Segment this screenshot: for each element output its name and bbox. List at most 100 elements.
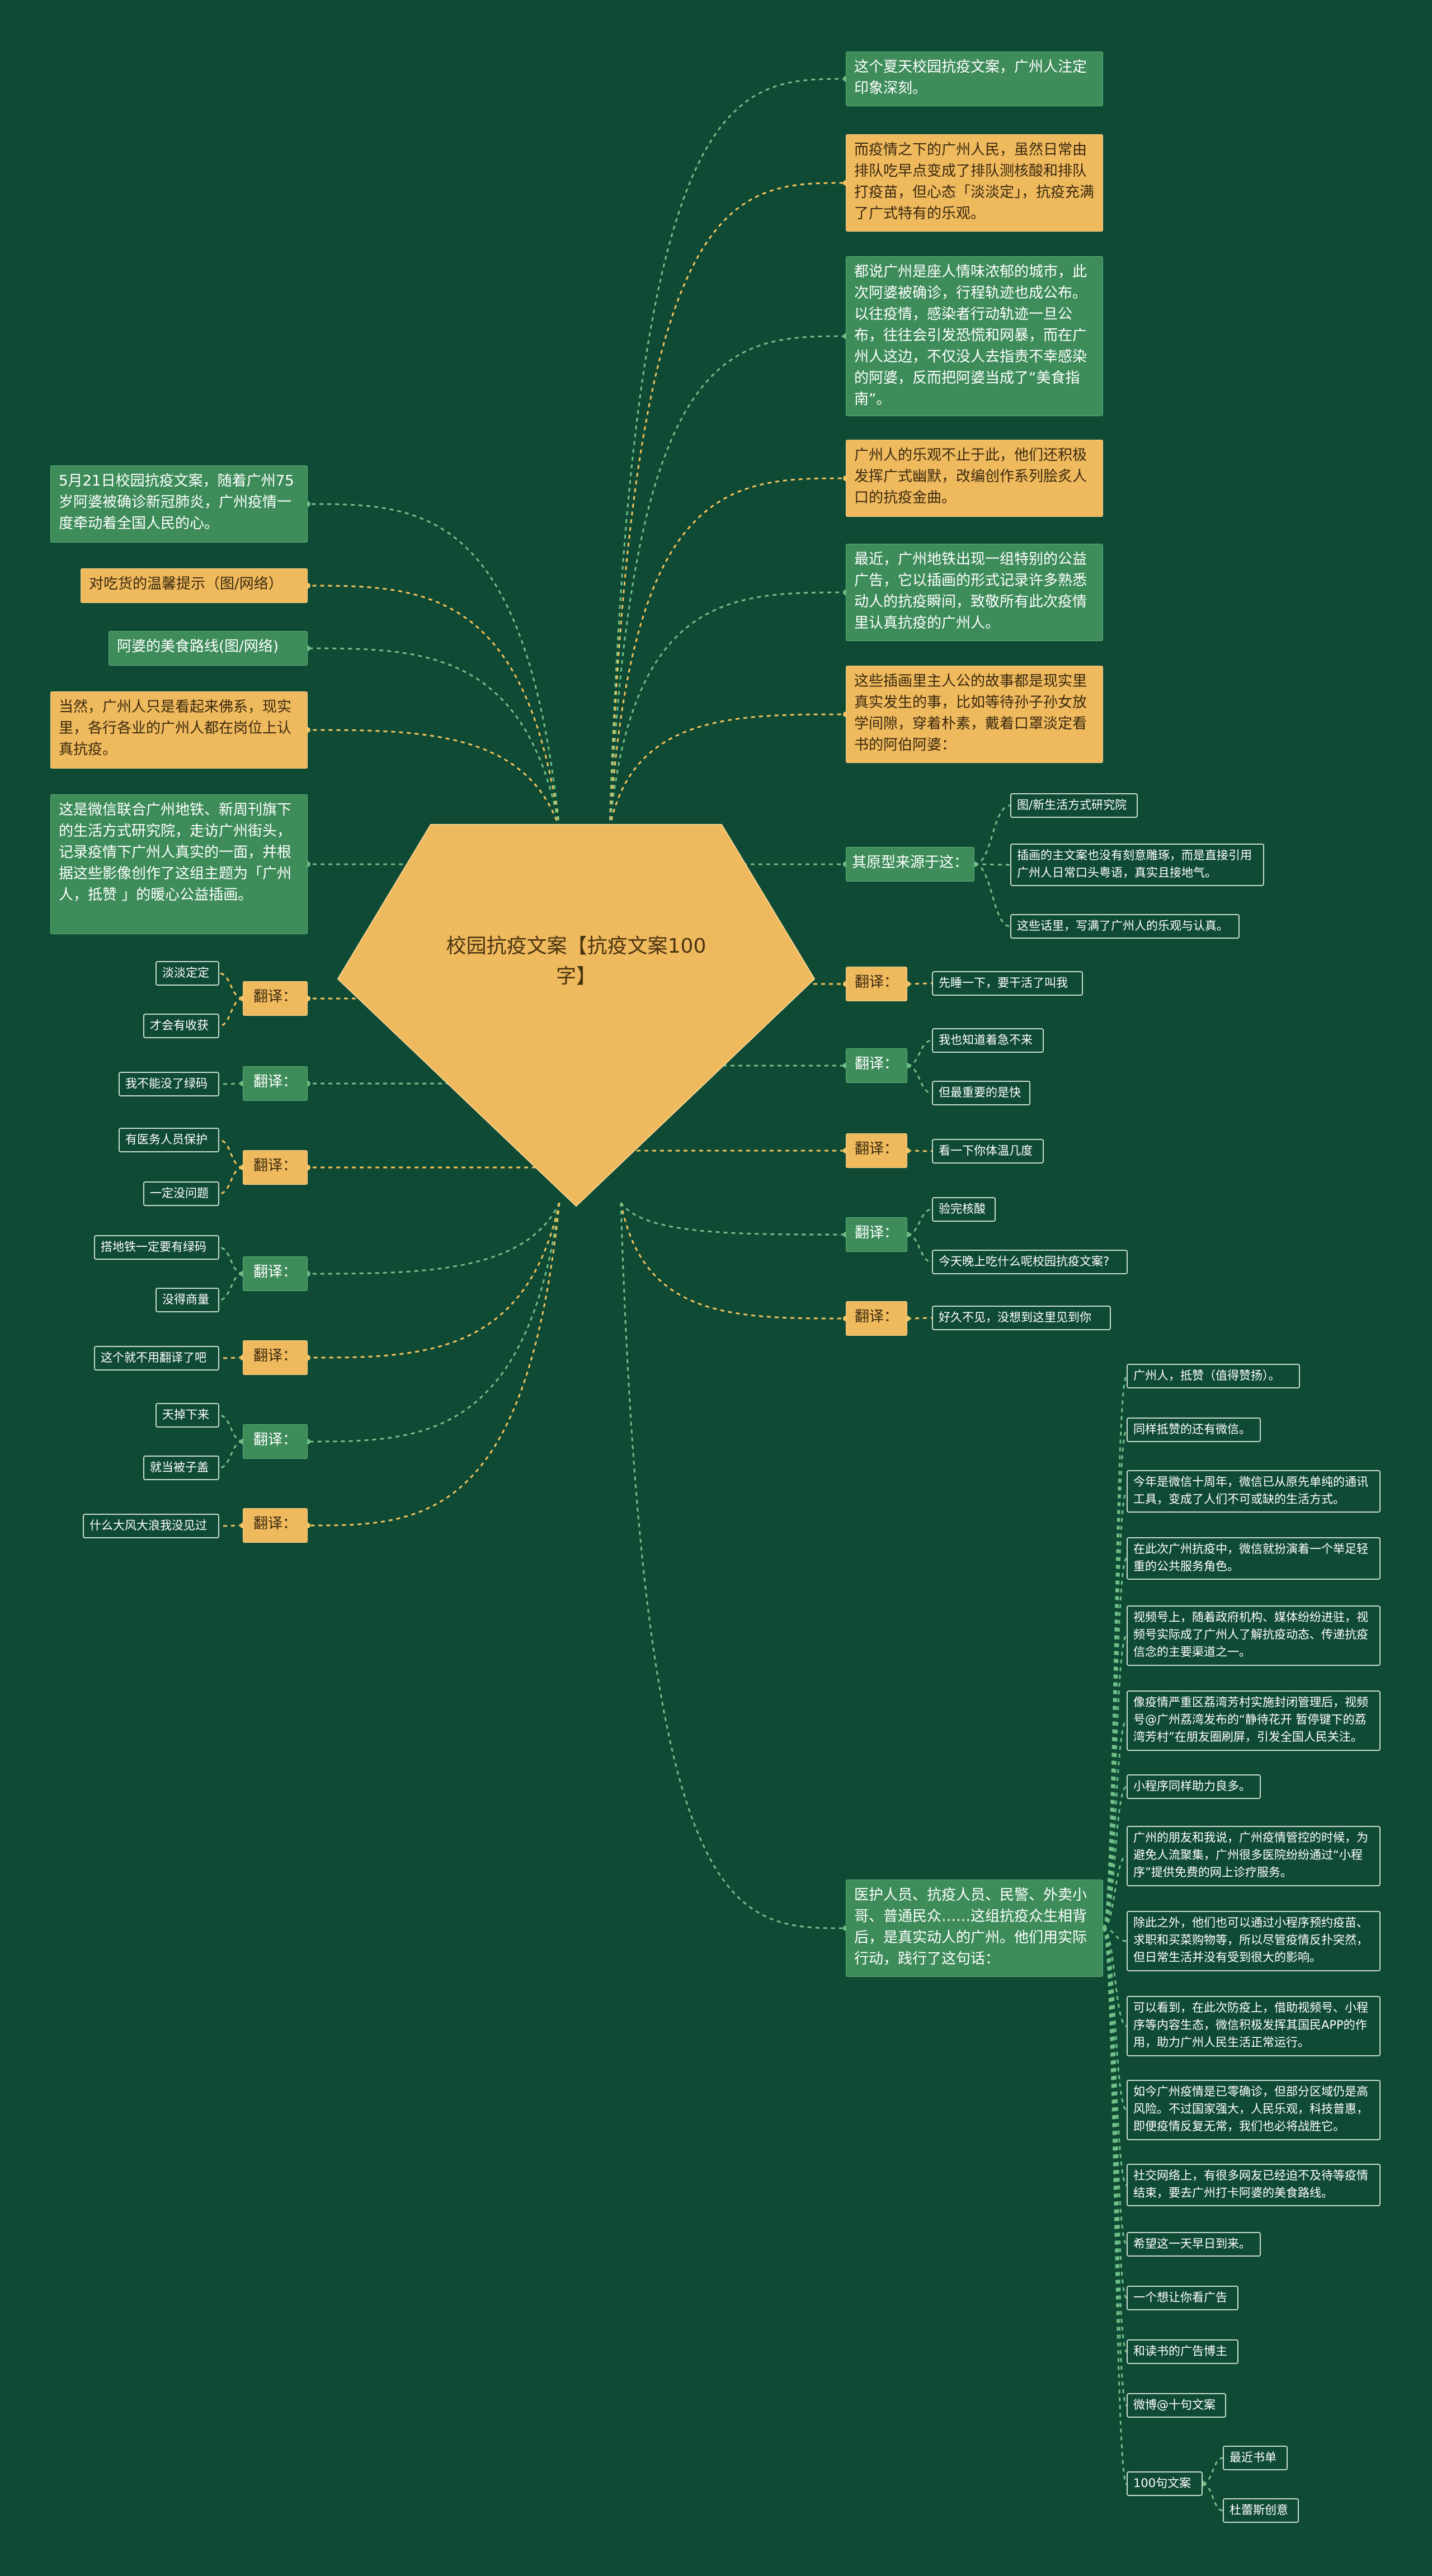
origin-child-2[interactable]: 插画的主文案也没有刻意雕琢，而是直接引用广州人日常口头粤语，真实且接地气。 xyxy=(1010,844,1264,886)
link-left-translate-1-child-1 xyxy=(219,972,243,1000)
right-translate-3-child-1[interactable]: 看一下你体温几度 xyxy=(932,1139,1044,1164)
right-top-node-4[interactable]: 广州人的乐观不止于此，他们还积极发挥广式幽默，改编创作系列脍炙人口的抗疫金曲。 xyxy=(846,440,1103,517)
left-translate-4[interactable]: 翻译： xyxy=(243,1256,308,1291)
left-translate-6-child-1[interactable]: 天掉下来 xyxy=(156,1403,219,1428)
right-top-node-1[interactable]: 这个夏天校园抗疫文案，广州人注定印象深刻。 xyxy=(846,51,1103,106)
left-translate-4-child-2[interactable]: 没得商量 xyxy=(156,1288,219,1312)
link-medical-child-7 xyxy=(1103,1786,1127,1929)
medical-child-15[interactable]: 和读书的广告博主 xyxy=(1127,2339,1238,2364)
right-top-node-6[interactable]: 这些插画里主人公的故事都是现实里真实发生的事，比如等待孙子孙女放学间隙，穿着朴素… xyxy=(846,666,1103,763)
right-translate-2-child-2[interactable]: 但最重要的是快 xyxy=(932,1081,1030,1105)
left-translate-4-child-1[interactable]: 搭地铁一定要有绿码 xyxy=(94,1235,219,1260)
link-left-translate-4 xyxy=(307,1202,560,1275)
left-translate-1-child-1[interactable]: 淡淡定定 xyxy=(156,961,219,986)
link-left-translate-7-child-1 xyxy=(219,1524,243,1527)
right-translate-1[interactable]: 翻译： xyxy=(846,967,907,1001)
medical-child-8[interactable]: 广州的朋友和我说，广州疫情管控的时候，为避免人流聚集，广州很多医院纷纷通过“小程… xyxy=(1127,1826,1381,1886)
right-translate-1-child-1[interactable]: 先睡一下，要干活了叫我 xyxy=(932,971,1083,996)
right-translate-4-child-1[interactable]: 验完核酸 xyxy=(932,1197,996,1222)
link-right-translate-4-child-2 xyxy=(907,1233,932,1263)
link-right-translate-5 xyxy=(620,1202,846,1320)
right-translate-4[interactable]: 翻译： xyxy=(846,1217,907,1252)
left-translate-6[interactable]: 翻译： xyxy=(243,1424,308,1459)
left-top-node-1[interactable]: 5月21日校园抗疫文案，随着广州75岁阿婆被确诊新冠肺炎，广州疫情一度牵动着全国… xyxy=(50,465,308,543)
link-right-translate-4 xyxy=(620,1202,846,1236)
link-medical-child-3 xyxy=(1102,1490,1128,1929)
medical-child-16[interactable]: 微博@十句文案 xyxy=(1127,2393,1226,2418)
link-right-top-node-4 xyxy=(609,477,846,828)
left-translate-7[interactable]: 翻译： xyxy=(243,1508,308,1543)
medical-child-6[interactable]: 像疫情严重区荔湾芳村实施封闭管理后，视频号@广州荔湾发布的“静待花开 暂停键下的… xyxy=(1127,1690,1381,1751)
link-medical-node xyxy=(620,1202,846,1929)
link-right-top-node-2 xyxy=(609,182,846,828)
medical-child-12[interactable]: 社交网络上，有很多网友已经迫不及待等疫情结束，要去广州打卡阿婆的美食路线。 xyxy=(1127,2164,1381,2206)
link-left-top-node-2 xyxy=(307,585,560,828)
left-translate-7-child-1[interactable]: 什么大风大浪我没见过 xyxy=(83,1514,219,1538)
link-origin-child-2 xyxy=(974,863,1011,866)
link-origin-child-3 xyxy=(974,863,1011,927)
right-translate-5[interactable]: 翻译： xyxy=(846,1301,907,1336)
right-top-node-5[interactable]: 最近，广州地铁出现一组特别的公益广告，它以插画的形式记录许多熟悉动人的抗疫瞬间，… xyxy=(846,544,1103,641)
link-right-top-node-1 xyxy=(609,78,846,828)
left-translate-5-child-1[interactable]: 这个就不用翻译了吧 xyxy=(94,1346,219,1371)
right-translate-2-child-1[interactable]: 我也知道着急不来 xyxy=(932,1028,1044,1053)
link-left-translate-7 xyxy=(307,1202,560,1527)
left-top-node-5[interactable]: 这是微信联合广州地铁、新周刊旗下的生活方式研究院，走访广州街头，记录疫情下广州人… xyxy=(50,794,308,934)
medical-child-9[interactable]: 除此之外，他们也可以通过小程序预约疫苗、求职和买菜购物等，所以尽管疫情反扑突然，… xyxy=(1127,1911,1381,1971)
left-top-node-3[interactable]: 阿婆的美食路线(图/网络) xyxy=(109,631,308,666)
link-left-translate-4-child-2 xyxy=(219,1273,243,1301)
link-right-translate-2-child-1 xyxy=(907,1039,932,1067)
link-medical-child-8 xyxy=(1103,1855,1127,1929)
link-left-translate-6-child-2 xyxy=(219,1440,243,1469)
link-right-top-node-5 xyxy=(609,591,846,828)
origin-child-1[interactable]: 图/新生活方式研究院 xyxy=(1010,793,1138,818)
hundred-node[interactable]: 100句文案 xyxy=(1127,2471,1203,2496)
left-translate-1-child-2[interactable]: 才会有收获 xyxy=(143,1014,219,1038)
link-medical-child-12 xyxy=(1102,1927,1128,2186)
right-translate-3[interactable]: 翻译： xyxy=(846,1133,907,1168)
medical-child-3[interactable]: 今年是微信十周年，微信已从原先单纯的通讯工具，变成了人们不可或缺的生活方式。 xyxy=(1127,1470,1381,1513)
link-left-translate-5 xyxy=(307,1202,560,1359)
right-top-node-3[interactable]: 都说广州是座人情味浓郁的城市，此次阿婆被确诊，行程轨迹也成公布。以往疫情，感染者… xyxy=(846,256,1103,416)
left-translate-1[interactable]: 翻译： xyxy=(243,981,308,1016)
left-translate-6-child-2[interactable]: 就当被子盖 xyxy=(143,1456,219,1480)
medical-child-11[interactable]: 如今广州疫情是已零确诊，但部分区域仍是高风险。不过国家强大，人民乐观，科技普惠，… xyxy=(1127,2080,1381,2140)
right-translate-4-child-2[interactable]: 今天晚上吃什么呢校园抗疫文案? xyxy=(932,1250,1128,1274)
center-topic[interactable]: 校园抗疫文案【抗疫文案100字】 xyxy=(446,935,706,988)
link-medical-child-6 xyxy=(1102,1720,1128,1929)
left-translate-3-child-2[interactable]: 一定没问题 xyxy=(143,1181,219,1206)
right-translate-2[interactable]: 翻译： xyxy=(846,1048,907,1083)
medical-child-7[interactable]: 小程序同样助力良多。 xyxy=(1127,1774,1261,1799)
left-translate-2-child-1[interactable]: 我不能没了绿码 xyxy=(119,1072,219,1096)
left-translate-3[interactable]: 翻译： xyxy=(243,1150,308,1185)
right-translate-5-child-1[interactable]: 好久不见，没想到这里见到你 xyxy=(932,1306,1111,1330)
medical-child-13[interactable]: 希望这一天早日到来。 xyxy=(1127,2232,1261,2257)
left-translate-3-child-1[interactable]: 有医务人员保护 xyxy=(119,1128,219,1152)
medical-child-14[interactable]: 一个想让你看广告 xyxy=(1127,2286,1238,2310)
medical-node[interactable]: 医护人员、抗疫人员、民警、外卖小哥、普通民众……这组抗疫众生相背后，是真实动人的… xyxy=(846,1880,1103,1977)
link-left-translate-3-child-1 xyxy=(219,1139,243,1169)
link-origin-child-1 xyxy=(974,804,1011,865)
origin-node[interactable]: 其原型来源于这： xyxy=(846,847,974,882)
link-hundred-child-1 xyxy=(1202,2457,1223,2485)
medical-child-10[interactable]: 可以看到，在此次防疫上，借助视频号、小程序等内容生态，微信积极发挥其国民APP的… xyxy=(1127,1996,1381,2056)
medical-child-2[interactable]: 同样抵赞的还有微信。 xyxy=(1127,1417,1261,1442)
link-medical-child-10 xyxy=(1103,1927,1127,2027)
center-pentagon-shape xyxy=(337,824,816,1207)
link-medical-child-16 xyxy=(1102,1927,1128,2407)
left-top-node-4[interactable]: 当然，广州人只是看起来佛系，现实里，各行各业的广州人都在岗位上认真抗疫。 xyxy=(50,691,308,769)
medical-child-1[interactable]: 广州人，抵赞（值得赞扬）。 xyxy=(1127,1364,1300,1388)
medical-child-4[interactable]: 在此次广州抗疫中，微信就扮演着一个举足轻重的公共服务角色。 xyxy=(1127,1537,1381,1580)
link-medical-child-5 xyxy=(1102,1635,1128,1929)
hundred-child-2[interactable]: 杜蕾斯创意 xyxy=(1223,2498,1299,2523)
origin-child-3[interactable]: 这些话里，写满了广州人的乐观与认真。 xyxy=(1010,914,1240,939)
left-top-node-2[interactable]: 对吃货的温馨提示（图/网络） xyxy=(81,568,308,603)
hundred-child-1[interactable]: 最近书单 xyxy=(1223,2446,1288,2470)
right-top-node-2[interactable]: 而疫情之下的广州人民，虽然日常由排队吃早点变成了排队测核酸和排队打疫苗，但心态「… xyxy=(846,134,1103,232)
left-translate-2[interactable]: 翻译： xyxy=(243,1066,308,1101)
link-left-top-node-4 xyxy=(307,729,560,828)
link-left-translate-3-child-2 xyxy=(219,1166,243,1195)
left-translate-5[interactable]: 翻译： xyxy=(243,1340,308,1375)
medical-child-5[interactable]: 视频号上，随着政府机构、媒体纷纷进驻，视频号实际成了广州人了解抗疫动态、传递抗疫… xyxy=(1127,1605,1381,1666)
